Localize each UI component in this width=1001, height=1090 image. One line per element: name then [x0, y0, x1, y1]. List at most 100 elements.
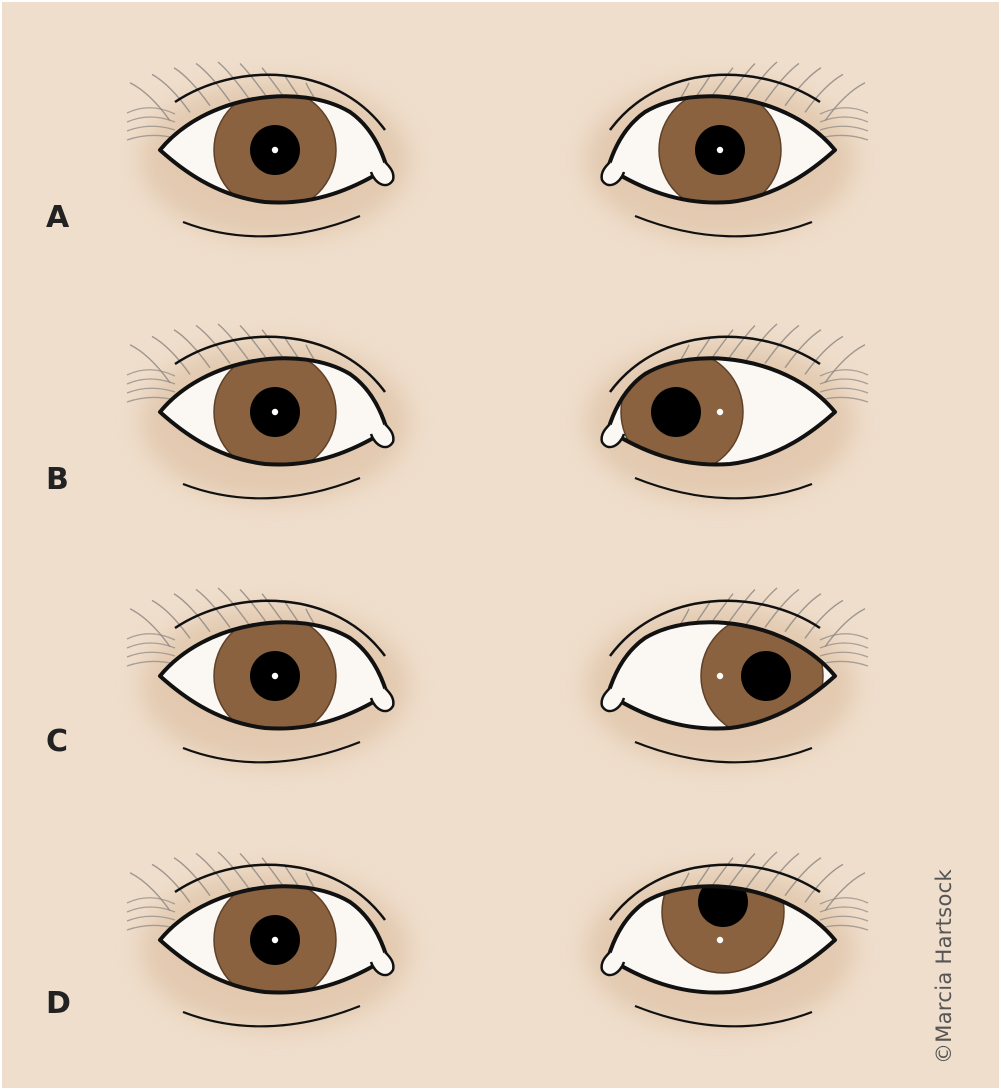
- eyelash: [173, 329, 211, 369]
- eyelash: [824, 608, 866, 648]
- corneal-light-reflex: [271, 672, 279, 680]
- corneal-light-reflex: [716, 408, 724, 416]
- eyelash: [151, 335, 191, 375]
- corneal-light-reflex: [716, 936, 724, 944]
- caruncle: [600, 687, 626, 713]
- eyelash: [819, 642, 869, 649]
- eyelash: [784, 329, 822, 369]
- eyelash: [744, 587, 778, 627]
- lower-lid-line: [634, 214, 813, 238]
- eyelash: [824, 872, 866, 912]
- corneal-light-reflex: [716, 672, 724, 680]
- eyelash: [819, 125, 869, 132]
- eyelash: [129, 82, 171, 122]
- row-label-a: A: [46, 200, 70, 235]
- eyelash: [126, 378, 176, 385]
- eyelash: [126, 107, 176, 115]
- eyelid-crease: [174, 73, 387, 131]
- eyelash: [744, 323, 778, 363]
- lower-lid-line: [182, 476, 361, 500]
- eyelash: [819, 915, 869, 922]
- eyelash: [819, 906, 869, 913]
- eyelash: [126, 915, 176, 922]
- eyelash: [824, 82, 866, 122]
- right-eye: [585, 323, 869, 502]
- eyelash: [819, 633, 869, 641]
- lower-lid-line: [182, 214, 361, 238]
- eyelash: [824, 344, 866, 384]
- eyelash: [217, 587, 251, 627]
- eyelash: [764, 588, 800, 628]
- eyelash: [819, 107, 869, 115]
- eyelid-crease: [174, 599, 387, 657]
- eyelash: [126, 633, 176, 641]
- caruncle: [600, 423, 626, 449]
- left-eye: [126, 587, 410, 766]
- iris-group: [658, 96, 782, 203]
- eyelash: [217, 851, 251, 891]
- left-eye: [126, 851, 410, 1030]
- caruncle: [600, 161, 626, 187]
- pupil: [651, 387, 701, 437]
- eyelash: [784, 857, 822, 897]
- right-eye: [585, 851, 869, 1030]
- row-label-d: D: [46, 986, 71, 1021]
- eyelash: [819, 369, 869, 377]
- caruncle: [600, 951, 626, 977]
- caruncle: [369, 423, 395, 449]
- lower-lid-line: [634, 740, 813, 764]
- eyelash: [804, 599, 844, 639]
- eyelash: [804, 73, 844, 113]
- eyelash: [744, 61, 778, 101]
- iris-group: [213, 886, 337, 993]
- eyelid-crease: [174, 863, 387, 921]
- eyelash: [744, 851, 778, 891]
- iris-group: [213, 622, 337, 729]
- eyelash: [819, 651, 869, 658]
- eyelash: [764, 324, 800, 364]
- eyelash: [126, 125, 176, 132]
- eyelid-crease: [608, 863, 821, 921]
- pupil: [741, 651, 791, 701]
- eyelid-crease: [608, 599, 821, 657]
- eyelash: [173, 67, 211, 107]
- eyelash: [819, 897, 869, 905]
- eyelash: [764, 852, 800, 892]
- corneal-light-reflex: [271, 146, 279, 154]
- eyelash: [151, 863, 191, 903]
- corneal-light-reflex: [271, 936, 279, 944]
- eyelash: [126, 897, 176, 905]
- lower-lid-line: [634, 1004, 813, 1028]
- eyelash: [217, 61, 251, 101]
- eyelash: [764, 62, 800, 102]
- eyelash: [126, 369, 176, 377]
- caruncle: [369, 951, 395, 977]
- left-eye: [126, 323, 410, 502]
- eyelid-crease: [608, 335, 821, 393]
- eyelash: [126, 642, 176, 649]
- eyelash: [195, 852, 231, 892]
- eyelid-crease: [174, 335, 387, 393]
- eyelash: [195, 588, 231, 628]
- eyelash: [195, 62, 231, 102]
- eyelash: [126, 116, 176, 123]
- eyelash: [195, 324, 231, 364]
- iris-group: [213, 96, 337, 203]
- eyelid-crease: [608, 73, 821, 131]
- eyelash: [804, 335, 844, 375]
- caruncle: [369, 161, 395, 187]
- eyelash: [819, 387, 869, 394]
- caruncle: [369, 687, 395, 713]
- row-label-b: B: [46, 462, 69, 497]
- corneal-light-reflex: [716, 146, 724, 154]
- eyelash: [819, 378, 869, 385]
- iris-group: [620, 358, 744, 465]
- eyelash: [151, 599, 191, 639]
- left-eye: [126, 61, 410, 240]
- copyright-credit: ©Marcia Hartsock: [932, 869, 956, 1064]
- eyelash: [151, 73, 191, 113]
- eyelash: [173, 593, 211, 633]
- eyelash: [126, 387, 176, 394]
